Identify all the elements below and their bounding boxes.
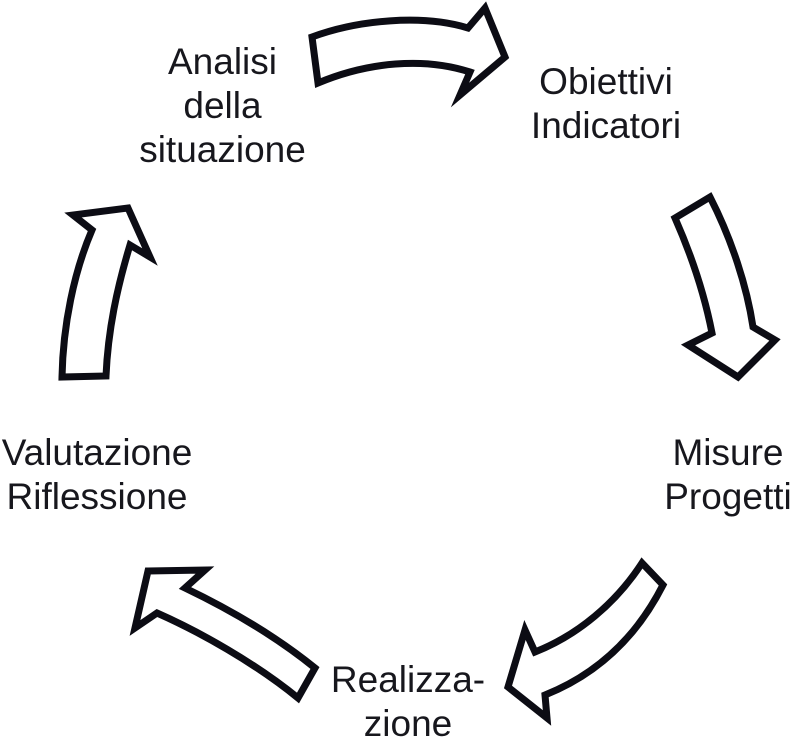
node-label-line: Riflessione (6, 476, 188, 517)
node-label-line: Realizza- (330, 659, 486, 700)
node-label-line: Valutazione (1, 432, 193, 473)
node-misure-progetti: Misure Progetti (638, 431, 800, 519)
curved-arrow-down-icon (670, 192, 781, 382)
node-label-line: zione (363, 703, 453, 740)
curved-arrow-up-icon (58, 204, 158, 381)
node-realizzazione: Realizza- zione (318, 658, 498, 740)
node-label-line: Indicatori (530, 105, 682, 146)
node-label-line: Misure (672, 432, 784, 473)
node-label-line: Analisi (168, 41, 277, 82)
curved-arrow-down-left-icon (503, 557, 668, 726)
curved-arrow-up-left-icon (129, 566, 320, 704)
node-obiettivi-indicatori: Obiettivi Indicatori (511, 60, 701, 148)
node-analisi-della-situazione: Analisi della situazione (130, 40, 315, 172)
node-label-line: Progetti (664, 476, 792, 517)
node-label-line: Obiettivi (539, 61, 673, 102)
node-label-line: situazione (139, 129, 306, 170)
curved-arrow-right-icon (308, 1, 510, 108)
node-valutazione-riflessione: Valutazione Riflessione (0, 431, 197, 519)
node-label-line: della (183, 85, 262, 126)
